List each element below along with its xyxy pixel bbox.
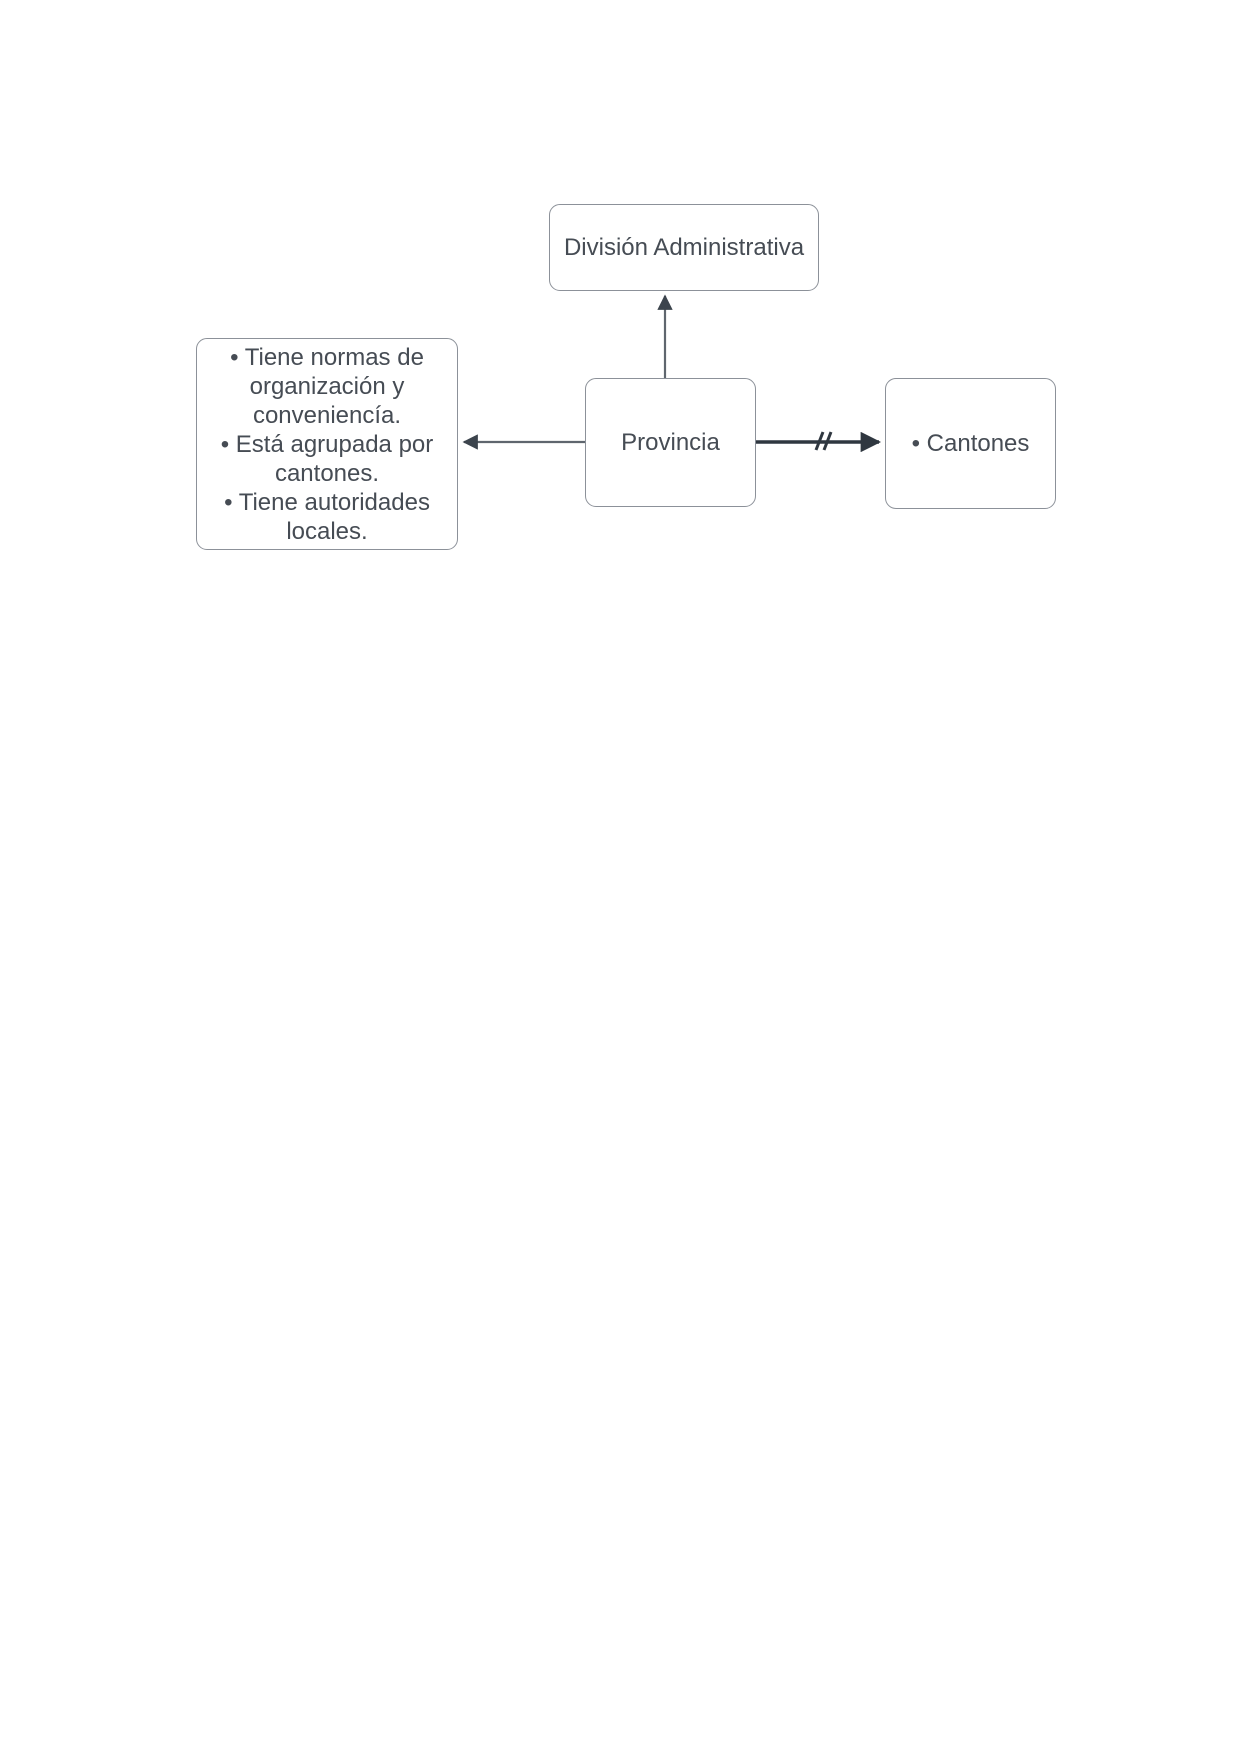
node-cantones[interactable]: • Cantones: [885, 378, 1056, 509]
node-cantones-label: • Cantones: [911, 430, 1030, 457]
node-caracteristicas-provincia-label: • Tiene normas de organización y conveni…: [220, 343, 434, 545]
node-division-administrativa[interactable]: División Administrativa: [549, 204, 819, 291]
node-provincia-label: Provincia: [621, 429, 720, 456]
edge-break-mark-icon: [814, 431, 833, 451]
node-provincia[interactable]: Provincia: [585, 378, 756, 507]
node-division-administrativa-label: División Administrativa: [563, 234, 805, 261]
edge-provincia-to-cantones: [756, 431, 882, 453]
node-caracteristicas-provincia[interactable]: • Tiene normas de organización y conveni…: [196, 338, 458, 550]
